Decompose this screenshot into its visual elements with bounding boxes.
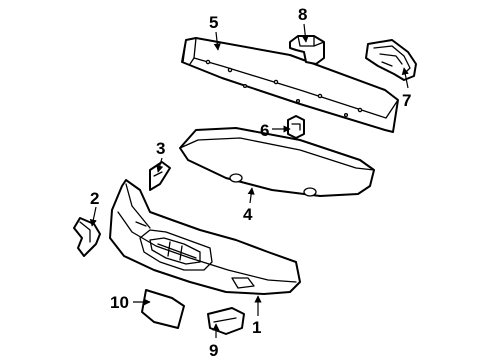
callout-3: 3 xyxy=(156,139,165,158)
callout-7: 7 xyxy=(402,91,411,110)
callout-10: 10 xyxy=(110,293,129,312)
callout-5: 5 xyxy=(209,13,218,32)
energy-absorber xyxy=(179,127,375,197)
leader-lines xyxy=(89,23,409,338)
reinforcement-bar xyxy=(181,37,399,133)
callout-labels: 5 8 7 6 3 4 2 1 10 9 xyxy=(90,5,411,360)
side-mount-bracket xyxy=(73,217,101,257)
callout-2: 2 xyxy=(90,189,99,208)
license-plate-bracket xyxy=(141,289,185,329)
callout-9: 9 xyxy=(209,341,218,360)
callout-4: 4 xyxy=(243,205,253,224)
callout-6: 6 xyxy=(260,121,269,140)
callout-1: 1 xyxy=(252,318,261,337)
retainer-clip xyxy=(287,115,305,139)
callout-8: 8 xyxy=(298,5,307,24)
bumper-cover xyxy=(109,179,301,295)
side-bracket xyxy=(365,39,417,81)
trim-piece xyxy=(207,307,245,335)
